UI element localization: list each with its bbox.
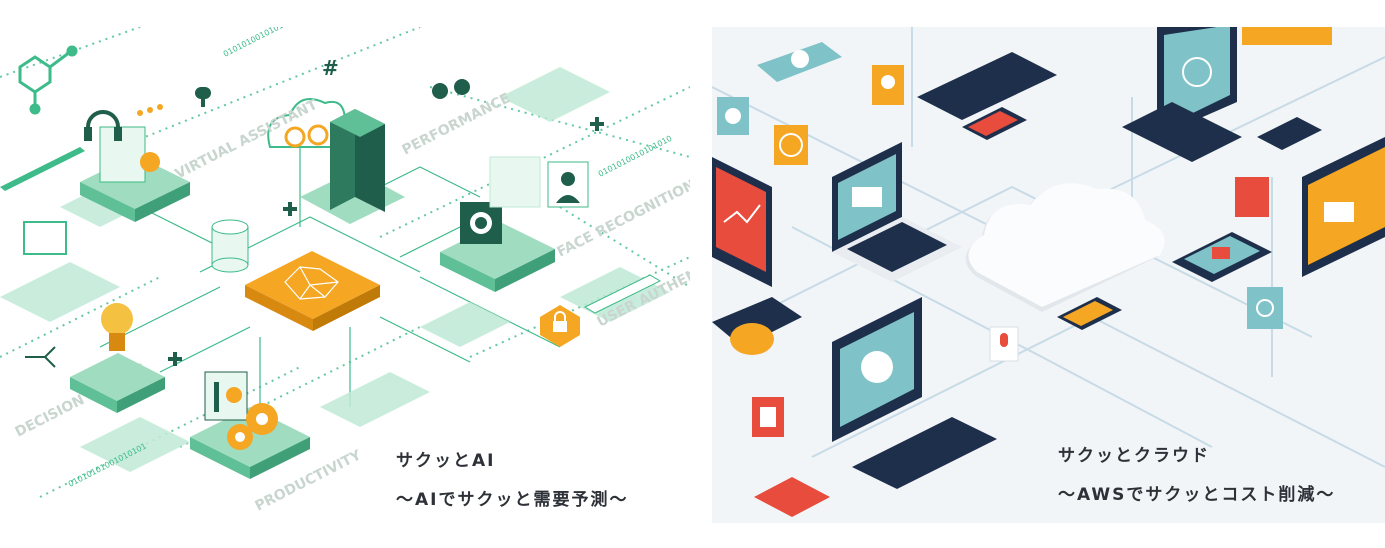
hash-icon: #	[322, 56, 339, 80]
phone-call-tile-icon	[1235, 177, 1269, 217]
keyboard-icon	[917, 52, 1057, 120]
camera-tile-icon	[1247, 287, 1283, 329]
top-orange-tile	[1242, 27, 1332, 45]
cloud-title: サクッとクラウド	[1058, 446, 1210, 466]
binary-text: 0101010010101010	[597, 134, 674, 179]
plus-icon	[168, 117, 604, 366]
phone-icon	[962, 107, 1322, 330]
download-icon	[754, 477, 830, 517]
chat-icon	[712, 297, 802, 355]
microphone-tile-icon	[989, 326, 1019, 362]
accent-bar	[0, 147, 85, 191]
virtual-assistant-tile	[80, 126, 190, 222]
cloud-subtitle: ～AWSでサクッとコスト削減～	[1058, 485, 1336, 505]
settings-tile-icon	[717, 97, 749, 135]
binary-text: 0101010010101	[222, 27, 285, 59]
play-icon	[757, 42, 842, 82]
clock-icon	[774, 125, 808, 165]
microchip-icon	[23, 221, 67, 255]
server-icon	[300, 109, 405, 224]
database-icon	[211, 219, 249, 273]
ai-panel[interactable]: # VIRTUAL ASSISTANT PERFORMANCE FACE REC…	[0, 27, 690, 523]
lightbulb-icon	[70, 303, 165, 413]
ai-illustration: # VIRTUAL ASSISTANT PERFORMANCE FACE REC…	[0, 27, 690, 515]
gear-icon	[432, 79, 470, 99]
face-scan-icon	[547, 161, 589, 208]
headset-icon	[84, 110, 122, 141]
ai-caption: サクッとAI ～AIでサクッと需要予測～	[396, 446, 628, 510]
ai-chip-icon	[245, 251, 380, 331]
decision-arrows-icon	[25, 346, 56, 368]
laptop-globe-icon	[1122, 27, 1242, 162]
molecule-icon	[18, 45, 78, 115]
lock-icon	[540, 305, 580, 347]
cloud-icon	[965, 183, 1165, 312]
camera-icon	[440, 156, 555, 292]
ai-title: サクッとAI	[396, 451, 496, 471]
cloud-caption: サクッとクラウド ～AWSでサクッとコスト削減～	[1058, 441, 1335, 505]
laptop-right-icon	[1302, 137, 1385, 277]
cloud-panel[interactable]: サクッとクラウド ～AWSでサクッとコスト削減～	[712, 27, 1385, 523]
laptop-email-icon	[832, 142, 962, 282]
desktop-settings-icon	[832, 297, 997, 489]
cloud-illustration	[712, 27, 1385, 517]
location-pin-icon	[872, 65, 904, 105]
ai-subtitle: ～AIでサクッと需要予測～	[396, 490, 629, 510]
desktop-chart-icon	[712, 157, 772, 287]
gears-icon	[227, 403, 278, 450]
tablet-calendar-icon	[1172, 232, 1272, 282]
label-performance: PERFORMANCE	[400, 90, 513, 158]
password-field-icon	[583, 274, 662, 314]
microphone-icon	[195, 87, 211, 107]
document-icon	[752, 397, 784, 437]
